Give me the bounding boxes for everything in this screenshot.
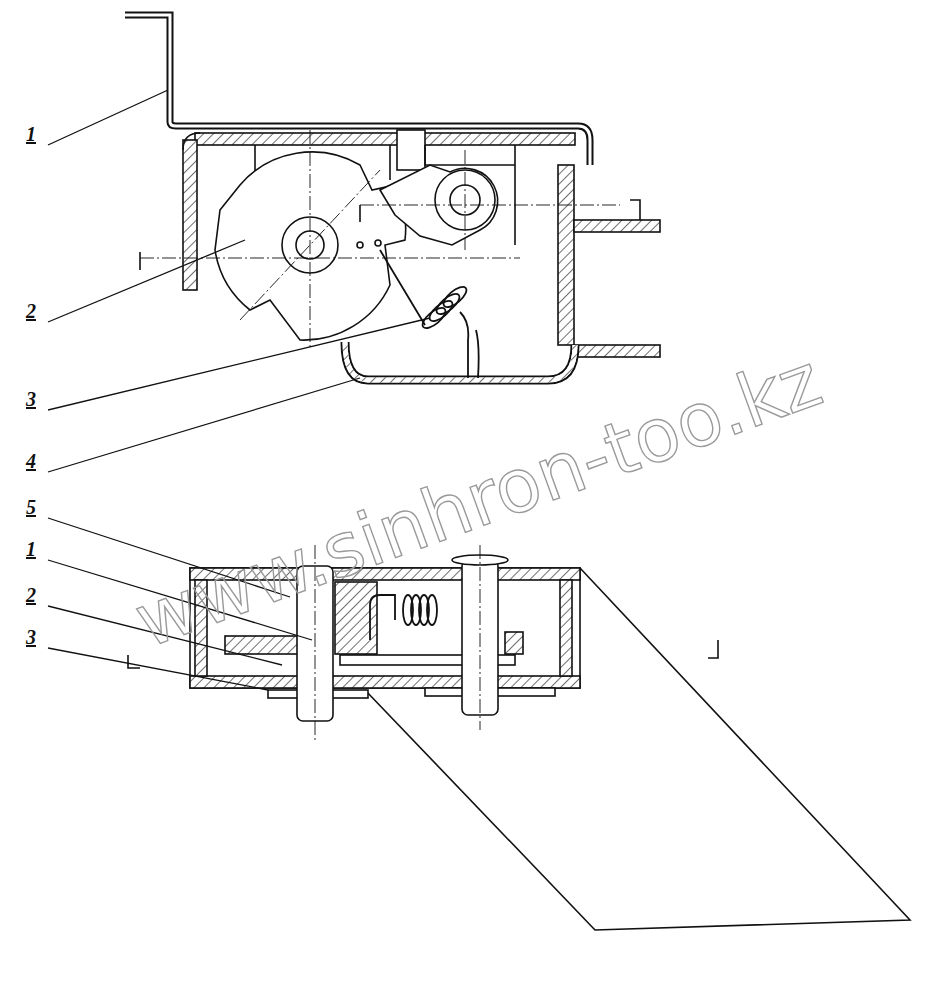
callout-number: 1 <box>26 124 36 144</box>
callout-number: 5 <box>26 497 36 517</box>
callout-number: 3 <box>26 627 36 647</box>
callout-number: 4 <box>26 451 36 471</box>
callout-number: 1 <box>26 539 36 559</box>
top-view <box>125 15 660 380</box>
callout-number: 2 <box>26 301 36 321</box>
callout-number: 2 <box>26 585 36 605</box>
callout-number: 3 <box>26 389 36 409</box>
